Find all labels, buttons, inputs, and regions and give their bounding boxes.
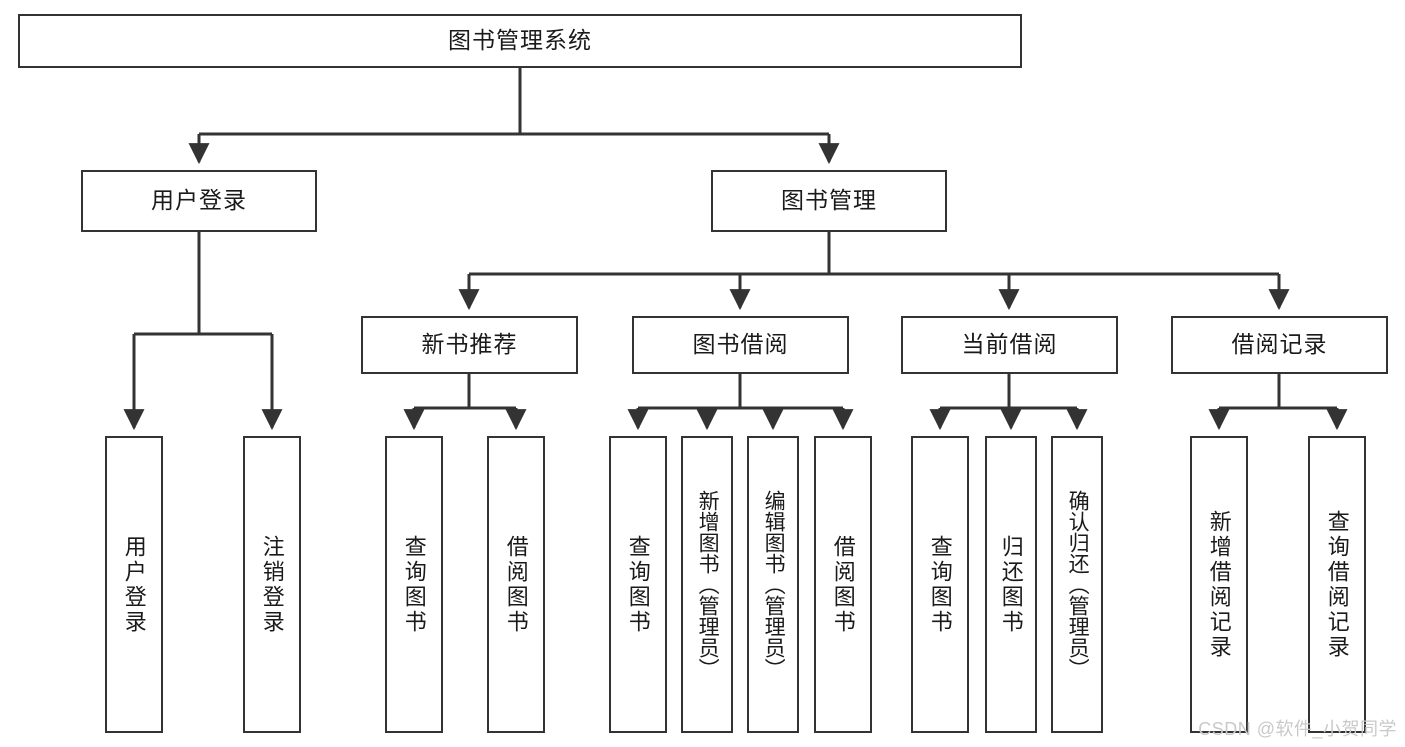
node-leaf-current-confirm-return[interactable]: 确认归还（管理员）: [1051, 436, 1103, 733]
node-leaf-user-login[interactable]: 用户登录: [105, 436, 163, 733]
node-root-label: 图书管理系统: [448, 27, 592, 54]
node-leaf-user-logout[interactable]: 注销登录: [243, 436, 301, 733]
node-root[interactable]: 图书管理系统: [18, 14, 1022, 68]
node-leaf-borrow-query-label: 查询图书: [625, 534, 651, 635]
node-borrow-record-label: 借阅记录: [1231, 331, 1328, 358]
node-new-book-recommend[interactable]: 新书推荐: [361, 316, 578, 374]
node-leaf-borrow-edit-book-label: 编辑图书（管理员）: [762, 490, 786, 679]
node-leaf-borrow-query[interactable]: 查询图书: [609, 436, 667, 733]
node-current-borrow[interactable]: 当前借阅: [901, 316, 1118, 374]
node-leaf-borrow-lend-book-label: 借阅图书: [830, 534, 856, 635]
node-user-login-module[interactable]: 用户登录: [81, 170, 317, 232]
node-current-borrow-label: 当前借阅: [961, 331, 1058, 358]
node-leaf-newbook-borrow-label: 借阅图书: [503, 534, 529, 635]
node-leaf-current-return[interactable]: 归还图书: [985, 436, 1037, 733]
node-book-borrow-label: 图书借阅: [692, 331, 789, 358]
node-leaf-newbook-query[interactable]: 查询图书: [385, 436, 443, 733]
node-leaf-newbook-query-label: 查询图书: [401, 534, 427, 635]
node-leaf-borrow-add-book-label: 新增图书（管理员）: [696, 490, 720, 679]
node-leaf-borrow-add-book[interactable]: 新增图书（管理员）: [681, 436, 733, 733]
node-book-borrow[interactable]: 图书借阅: [632, 316, 849, 374]
node-new-book-recommend-label: 新书推荐: [421, 331, 518, 358]
node-leaf-borrow-lend-book[interactable]: 借阅图书: [814, 436, 872, 733]
node-leaf-record-add-label: 新增借阅记录: [1206, 509, 1232, 660]
node-borrow-record[interactable]: 借阅记录: [1171, 316, 1388, 374]
node-leaf-record-query-label: 查询借阅记录: [1324, 509, 1350, 660]
node-leaf-user-logout-label: 注销登录: [259, 534, 285, 635]
node-leaf-current-return-label: 归还图书: [998, 534, 1024, 635]
csdn-watermark: CSDN @软件_小贺同学: [1198, 719, 1397, 739]
node-leaf-current-confirm-return-label: 确认归还（管理员）: [1066, 490, 1090, 679]
node-leaf-current-query[interactable]: 查询图书: [911, 436, 969, 733]
node-leaf-user-login-label: 用户登录: [121, 534, 147, 635]
node-book-management-module[interactable]: 图书管理: [711, 170, 947, 232]
node-user-login-module-label: 用户登录: [151, 187, 247, 214]
node-book-management-module-label: 图书管理: [781, 187, 877, 214]
node-leaf-borrow-edit-book[interactable]: 编辑图书（管理员）: [747, 436, 799, 733]
node-leaf-newbook-borrow[interactable]: 借阅图书: [487, 436, 545, 733]
node-leaf-record-query[interactable]: 查询借阅记录: [1308, 436, 1366, 733]
node-leaf-current-query-label: 查询图书: [927, 534, 953, 635]
node-leaf-record-add[interactable]: 新增借阅记录: [1190, 436, 1248, 733]
